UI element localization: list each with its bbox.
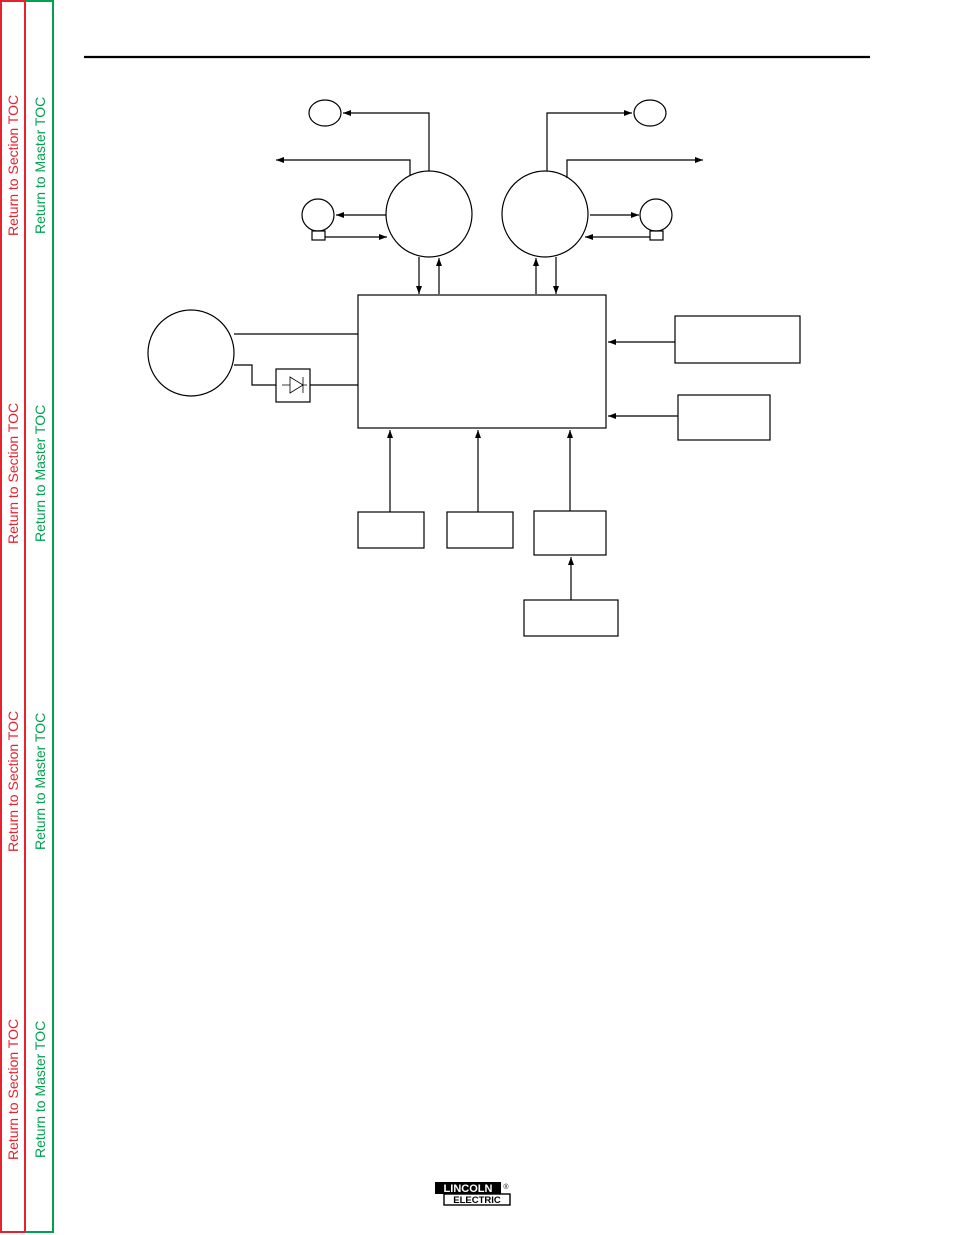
right-input-box-lower bbox=[677, 394, 771, 441]
logo-line2: ELECTRIC bbox=[453, 1195, 501, 1206]
logo-line1: LINCOLN bbox=[444, 1183, 493, 1195]
right-input-box-upper bbox=[674, 315, 801, 364]
right-gauge-base bbox=[649, 230, 664, 241]
lincoln-electric-logo: LINCOLN ELECTRIC ® bbox=[435, 1182, 511, 1206]
right-top-oval bbox=[633, 99, 667, 127]
bottom-input-box-2 bbox=[446, 511, 514, 549]
left-large-circle bbox=[385, 170, 473, 258]
diode-block bbox=[275, 368, 311, 403]
section-toc-strip bbox=[0, 0, 26, 1233]
bottom-input-box-3 bbox=[533, 510, 607, 556]
left-top-oval bbox=[308, 99, 342, 127]
master-toc-strip bbox=[26, 0, 54, 1233]
logo-registered-mark: ® bbox=[503, 1183, 509, 1191]
bottom-input-box-4 bbox=[523, 599, 619, 637]
right-large-circle bbox=[501, 170, 589, 258]
left-source-circle bbox=[147, 309, 235, 397]
left-gauge-base bbox=[311, 230, 326, 241]
left-gauge bbox=[301, 198, 335, 232]
bottom-input-box-1 bbox=[357, 511, 425, 549]
right-gauge bbox=[639, 198, 673, 232]
control-board-block bbox=[357, 294, 607, 429]
